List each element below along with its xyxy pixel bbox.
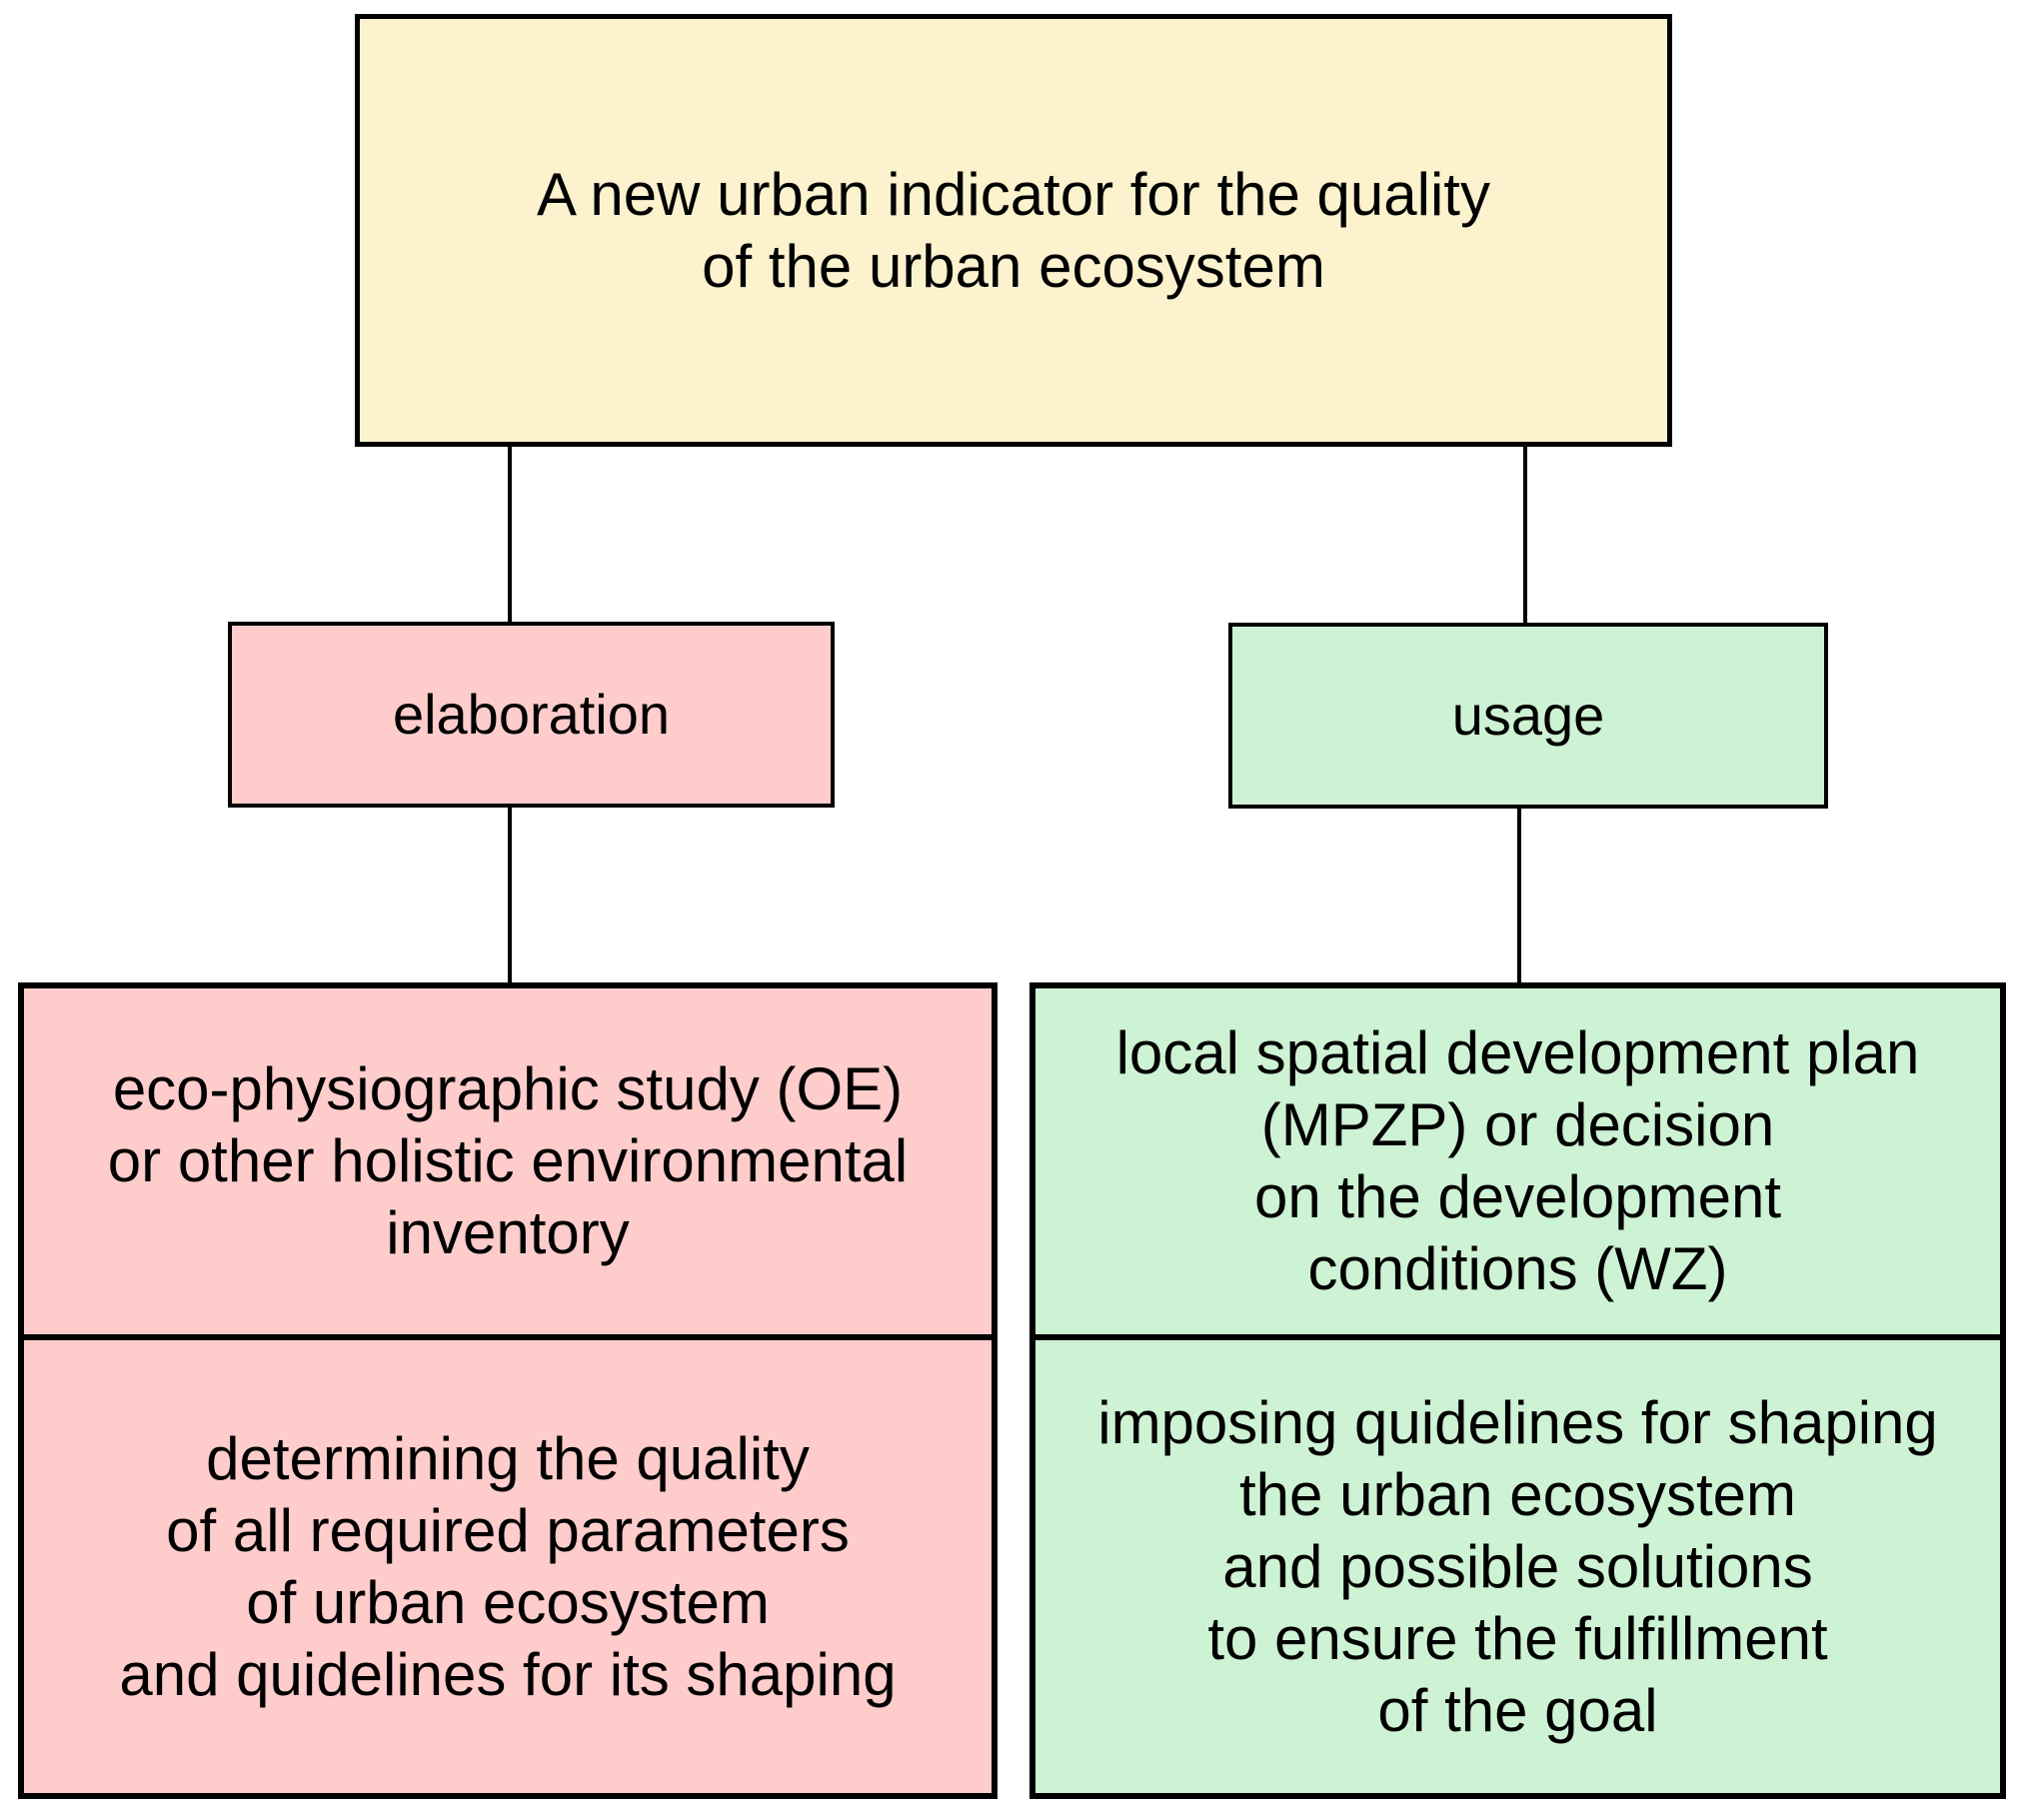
usage-source-text: local spatial development plan (MPZP) or… (1115, 1019, 1920, 1302)
usage-box-label: usage (1451, 684, 1605, 747)
elaboration-outcome-box: determining the quality of all required … (24, 1340, 992, 1793)
usage-box: usage (1228, 623, 1828, 809)
elaboration-box-label: elaboration (392, 683, 671, 746)
elaboration-column: eco-physiographic study (OE) or other ho… (18, 982, 998, 1799)
connector-usage-to-column (1517, 807, 1521, 984)
connector-root-to-usage (1523, 447, 1527, 625)
root-box: A new urban indicator for the quality of… (355, 14, 1672, 447)
elaboration-box: elaboration (228, 622, 835, 808)
root-box-text: A new urban indicator for the quality of… (537, 160, 1490, 300)
elaboration-source-box: eco-physiographic study (OE) or other ho… (24, 988, 992, 1340)
elaboration-source-text: eco-physiographic study (OE) or other ho… (107, 1055, 909, 1266)
connector-root-to-elaboration (508, 447, 512, 624)
connector-elaboration-to-column (508, 806, 512, 984)
usage-source-box: local spatial development plan (MPZP) or… (1035, 988, 2000, 1340)
usage-outcome-text: imposing quidelines for shaping the urba… (1097, 1388, 1938, 1744)
usage-column: local spatial development plan (MPZP) or… (1029, 982, 2006, 1799)
usage-outcome-box: imposing quidelines for shaping the urba… (1035, 1340, 2000, 1793)
elaboration-outcome-text: determining the quality of all required … (119, 1424, 897, 1708)
